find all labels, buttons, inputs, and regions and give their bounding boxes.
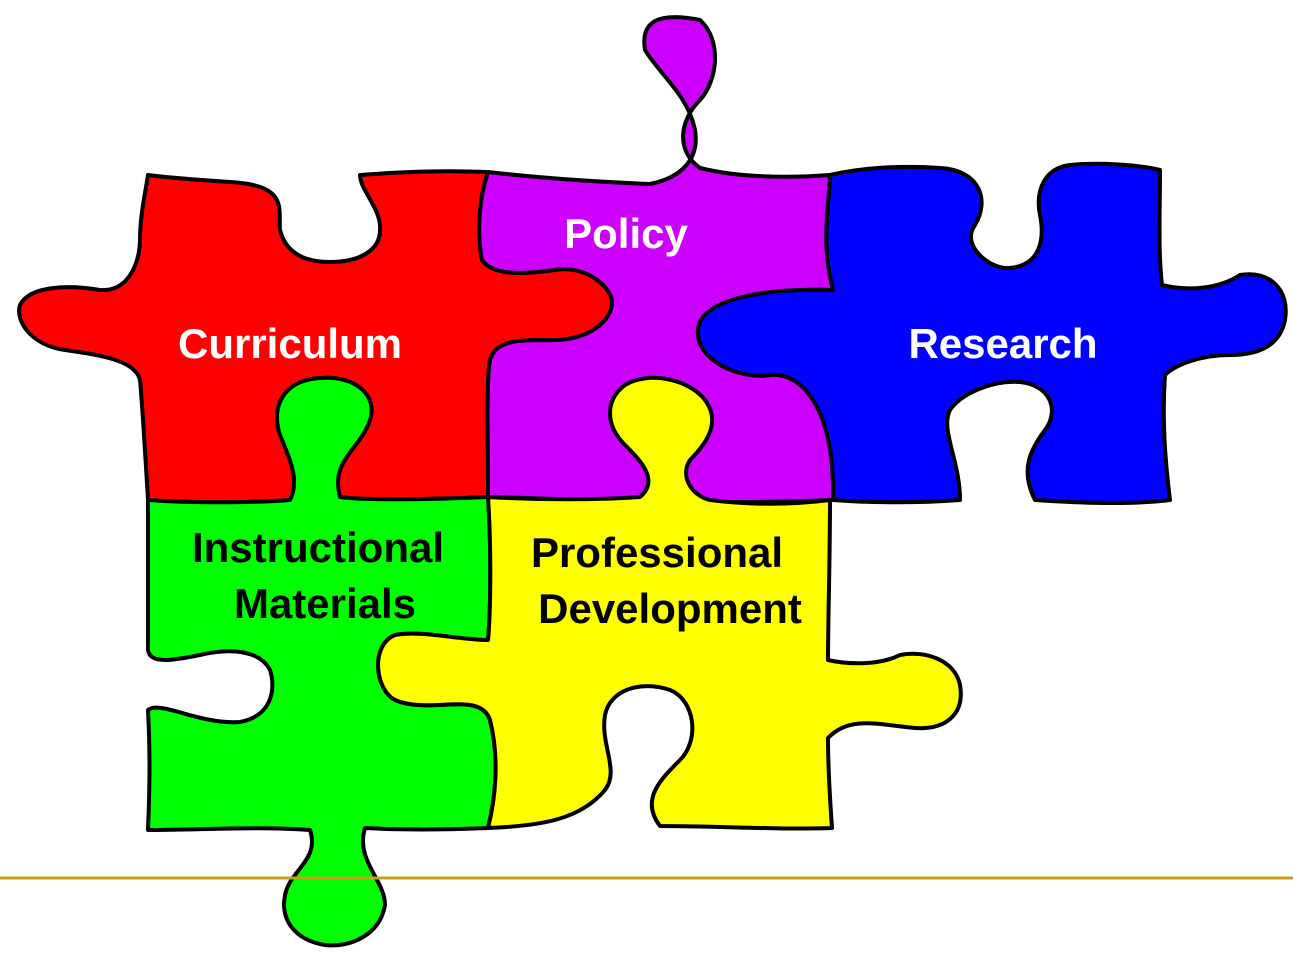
puzzle-piece-instructional-materials: [145, 375, 498, 948]
label-development: Development: [538, 585, 802, 632]
label-policy: Policy: [564, 210, 688, 257]
label-professional: Professional: [531, 529, 783, 576]
label-instructional: Instructional: [192, 524, 444, 571]
label-research: Research: [908, 320, 1097, 367]
puzzle-piece-professional-development: [376, 375, 963, 831]
label-curriculum: Curriculum: [178, 320, 402, 367]
puzzle-piece-research: [695, 161, 1288, 506]
label-materials: Materials: [234, 580, 416, 627]
